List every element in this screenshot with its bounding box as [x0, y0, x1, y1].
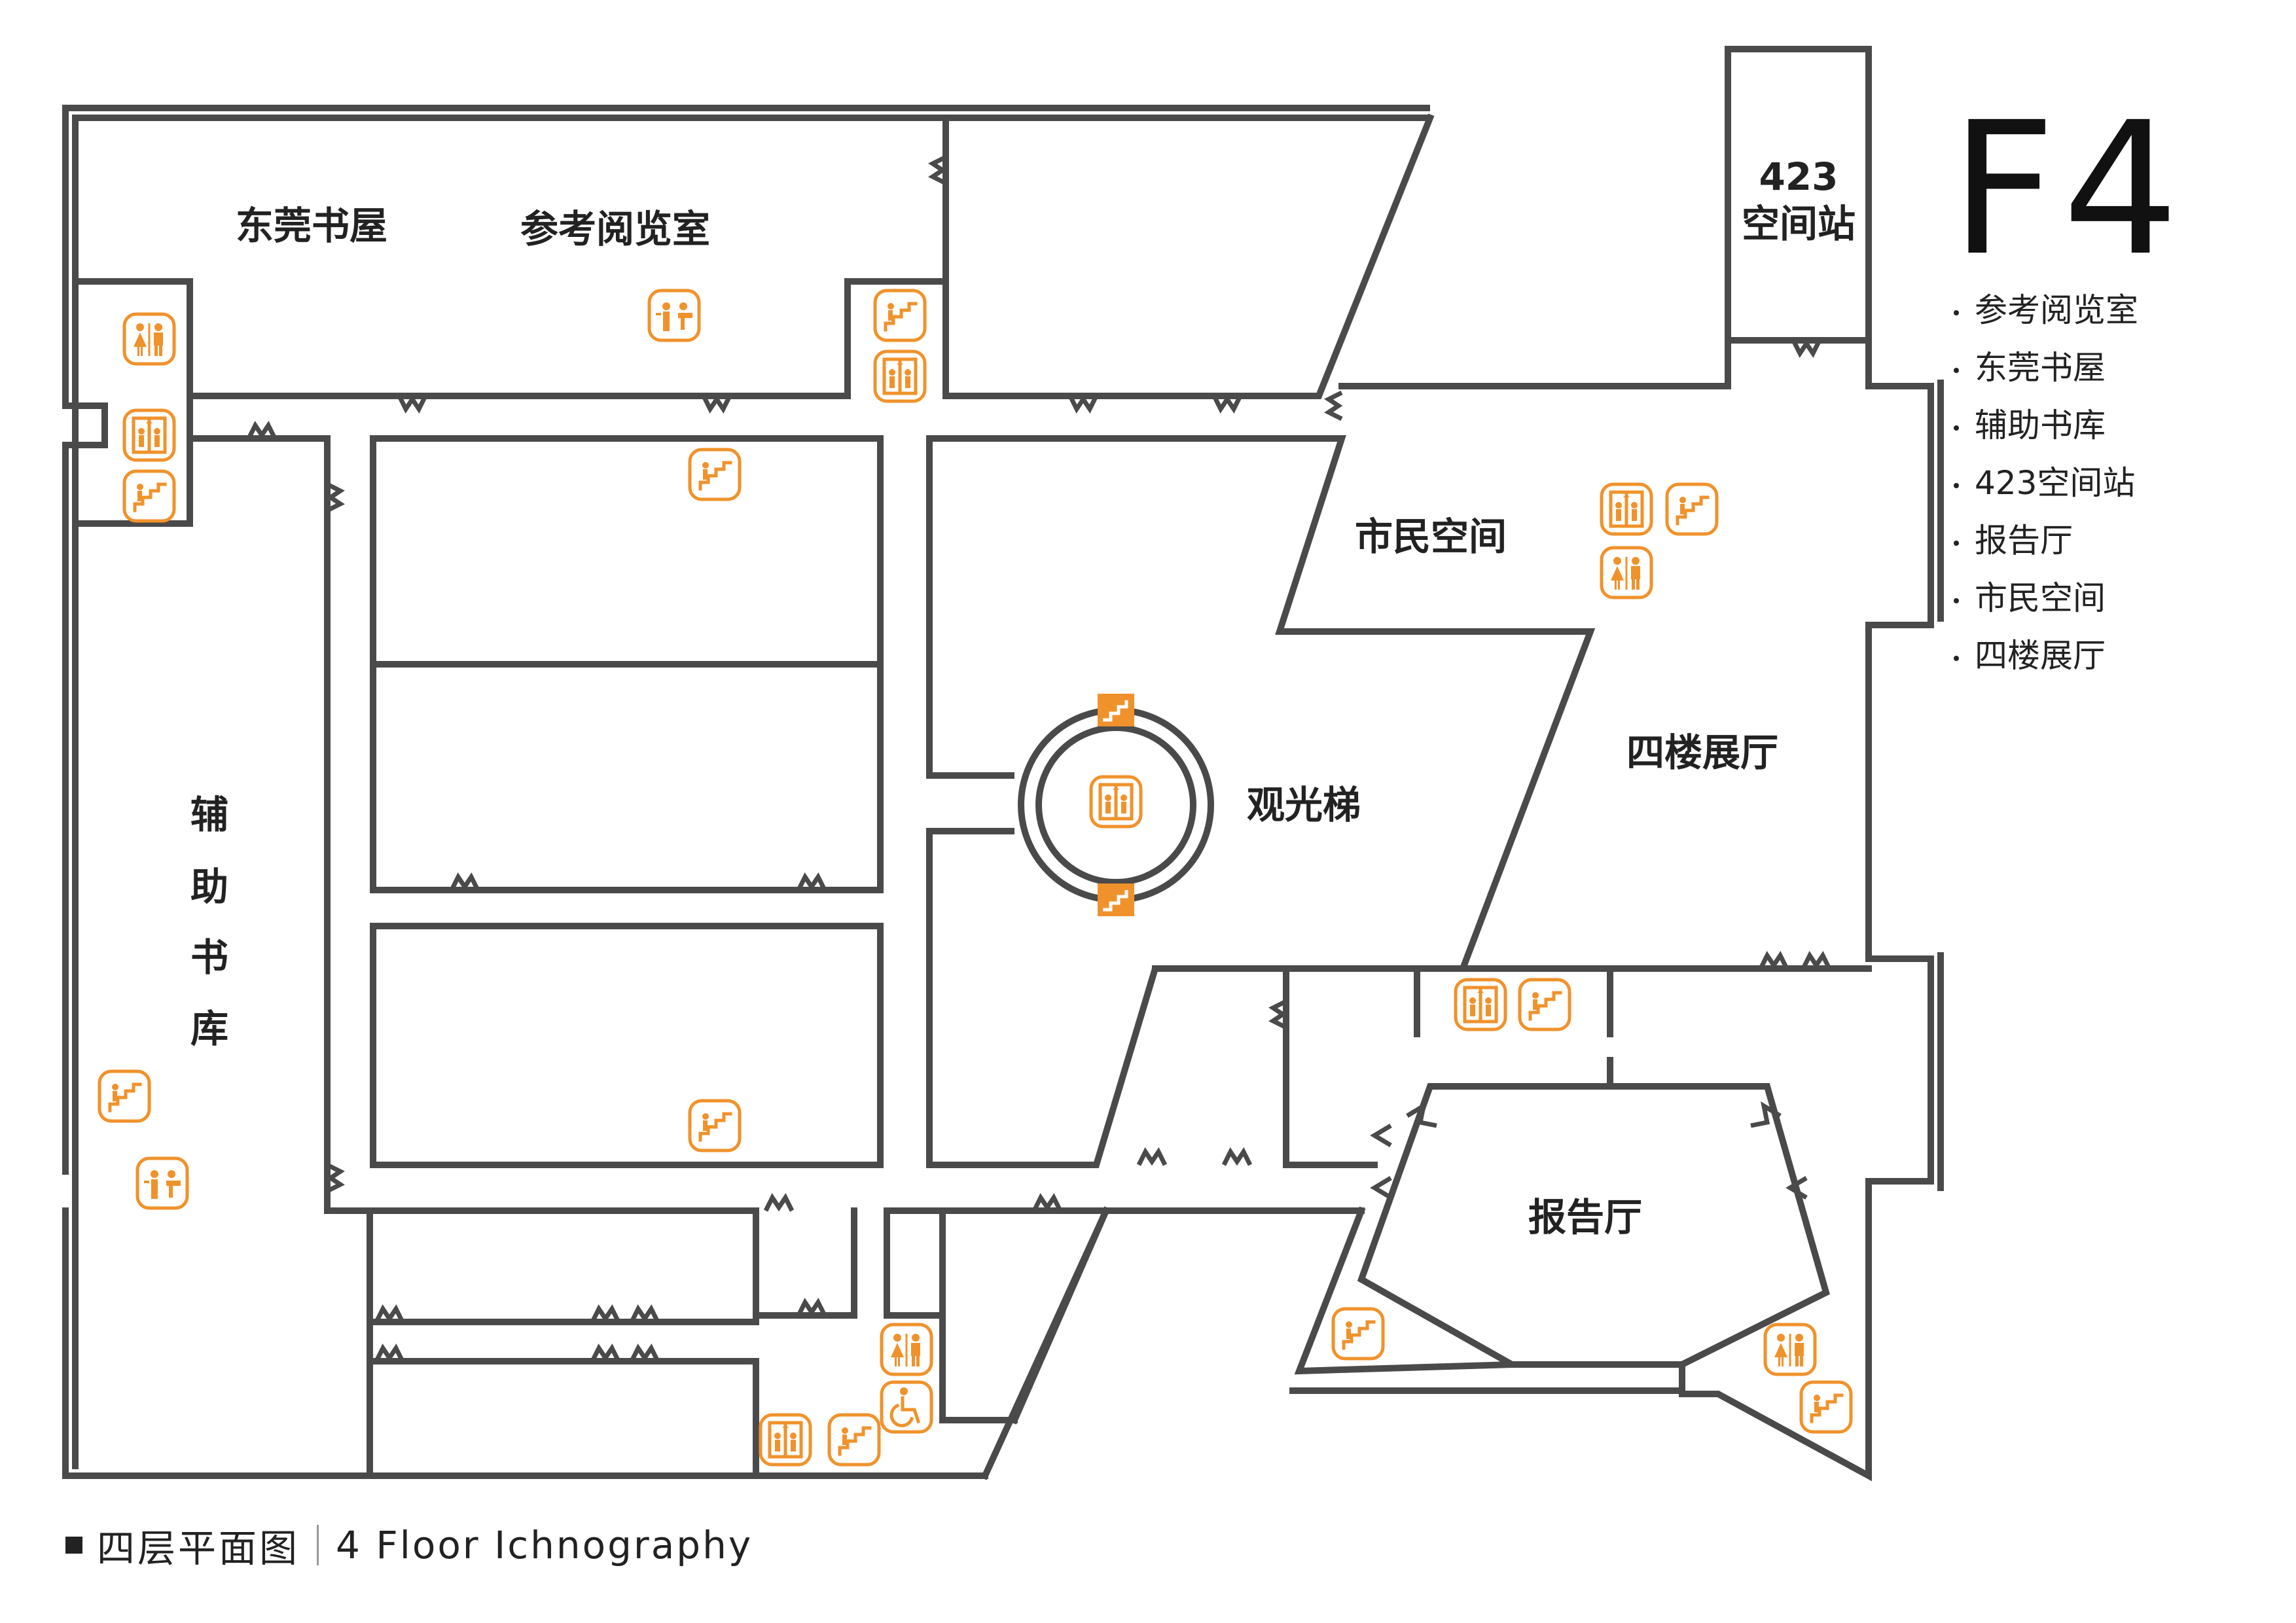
stairs-icon	[1333, 1309, 1383, 1359]
caption-title-en: 4 Floor Ichnography	[336, 1523, 753, 1567]
stairs-icon	[1098, 694, 1134, 726]
room-label-sightseeing-elevator: 观光梯	[1247, 783, 1361, 827]
legend-item-label: 辅助书库	[1975, 406, 2106, 444]
service-desk-icon	[649, 291, 699, 340]
room-label-auxiliary-stack-1: 辅	[190, 793, 228, 837]
stairs-icon	[1667, 484, 1717, 534]
elevator-icon	[1456, 980, 1505, 1029]
bullet-dot	[1954, 367, 1959, 373]
caption-divider	[317, 1525, 319, 1565]
restroom-icon	[124, 314, 174, 364]
elevator-icon	[761, 1415, 810, 1465]
elevator-icon	[1602, 484, 1651, 534]
plan-caption: 四层平面图 4 Floor Ichnography	[65, 1522, 753, 1571]
legend-item-label: 市民空间	[1975, 579, 2106, 617]
legend-item-label: 423空间站	[1975, 464, 2136, 502]
room-label-423: 423	[1759, 154, 1838, 199]
legend-item: 参考阅览室	[1954, 281, 2138, 339]
service-desk-icon	[137, 1158, 187, 1208]
legend-item: 市民空间	[1954, 569, 2138, 627]
stairs-icon	[1520, 980, 1570, 1029]
room-legend: 参考阅览室 东莞书屋 辅助书库 423空间站 报告厅 市民空间 四楼展厅	[1954, 281, 2138, 685]
stairs-icon	[1801, 1382, 1851, 1432]
bullet-dot	[1954, 482, 1959, 488]
bullet-dot	[1954, 597, 1959, 603]
doors	[246, 154, 1832, 1363]
elevator-icon	[1091, 777, 1141, 827]
room-label-reference-room: 参考阅览室	[520, 207, 710, 251]
restroom-icon	[1602, 548, 1651, 597]
bullet-dot	[1954, 310, 1959, 315]
legend-item: 423空间站	[1954, 454, 2138, 512]
legend-item-label: 四楼展厅	[1975, 637, 2106, 675]
room-label-space-station: 空间站	[1742, 202, 1856, 246]
rotunda-stairs	[1098, 694, 1134, 916]
stairs-icon	[690, 450, 740, 499]
legend-item: 辅助书库	[1954, 397, 2138, 454]
room-label-auxiliary-stack-2: 助	[190, 865, 228, 909]
caption-title-zh: 四层平面图	[97, 1526, 300, 1571]
restroom-icon	[882, 1325, 931, 1374]
room-label-dongguan-bookstore: 东莞书屋	[236, 204, 387, 248]
room-label-lecture-hall: 报告厅	[1528, 1195, 1642, 1240]
stairs-icon	[875, 291, 925, 340]
legend-item-label: 东莞书屋	[1975, 349, 2106, 387]
room-labels: 东莞书屋 参考阅览室 423 空间站 市民空间 观光梯 四楼展厅 辅 助 书 库…	[190, 154, 1856, 1240]
legend-item: 东莞书屋	[1954, 339, 2138, 397]
room-label-fourth-floor-hall: 四楼展厅	[1626, 730, 1778, 775]
legend-item: 四楼展厅	[1954, 627, 2138, 685]
stairs-icon	[690, 1101, 740, 1150]
bullet-dot	[1954, 540, 1959, 546]
room-label-citizen-space: 市民空间	[1355, 514, 1507, 559]
room-label-auxiliary-stack-4: 库	[190, 1007, 228, 1051]
stairs-icon	[829, 1415, 879, 1465]
bullet-dot	[1954, 655, 1959, 661]
legend-item-label: 报告厅	[1975, 522, 2073, 560]
bullet-dot	[1954, 425, 1959, 431]
stairs-icon	[1098, 883, 1134, 916]
floor-title: F4	[1950, 83, 2186, 296]
wheelchair-icon	[882, 1382, 931, 1432]
stairs-icon	[99, 1071, 149, 1121]
facility-icons	[99, 291, 1851, 1465]
stairs-icon	[124, 471, 174, 521]
caption-square-marker	[65, 1537, 82, 1554]
elevator-icon	[875, 351, 925, 401]
legend-item: 报告厅	[1954, 512, 2138, 569]
elevator-icon	[124, 410, 174, 460]
restroom-icon	[1765, 1325, 1815, 1374]
legend-item-label: 参考阅览室	[1975, 291, 2138, 329]
room-label-auxiliary-stack-3: 书	[190, 935, 228, 980]
